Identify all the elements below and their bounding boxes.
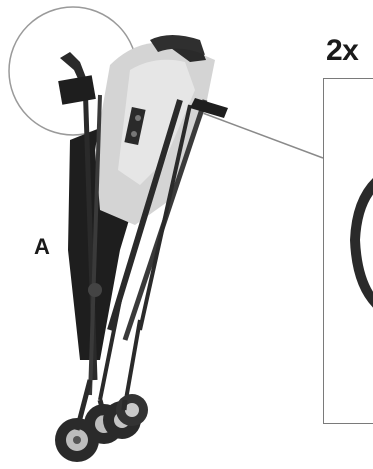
stroller-body <box>58 35 228 405</box>
detail-frame <box>323 78 373 424</box>
callout-line <box>200 112 323 158</box>
quantity-label: 2x <box>326 36 358 66</box>
part-label-a: A <box>34 236 50 258</box>
